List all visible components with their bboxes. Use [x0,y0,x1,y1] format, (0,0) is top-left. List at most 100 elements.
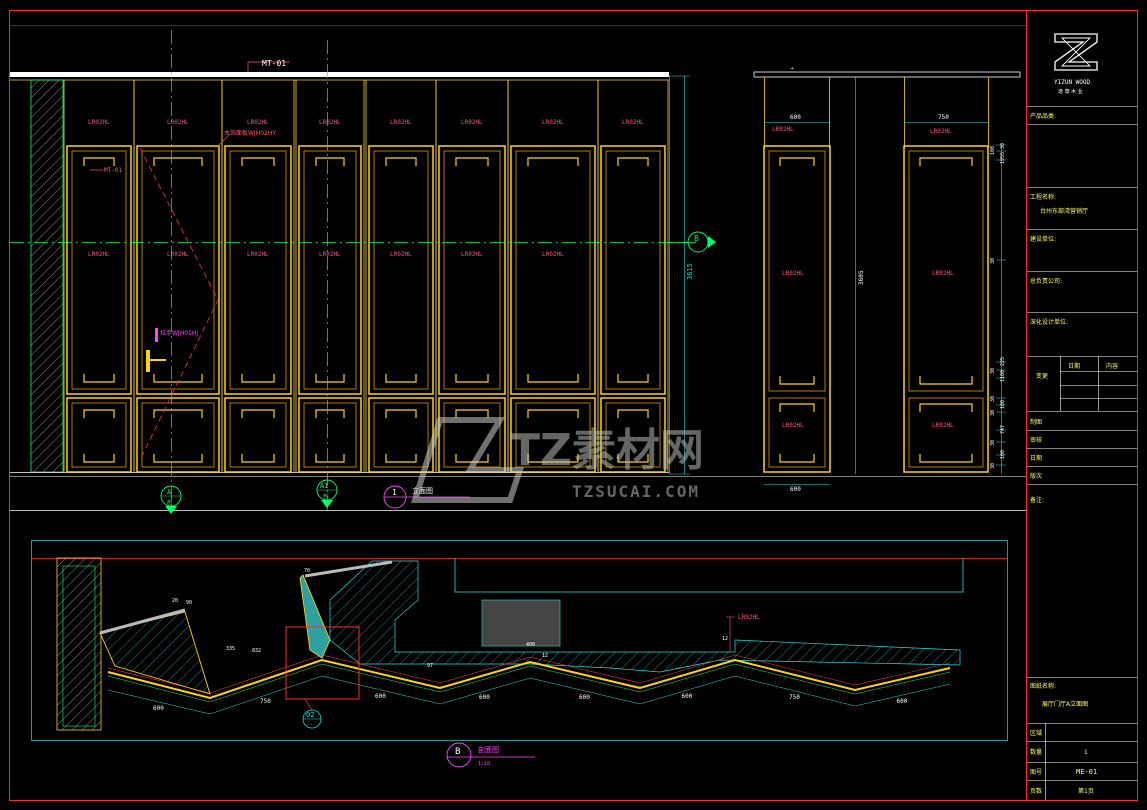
front-elevation: LR02HL LR02HL LR02HL LR02HL LR02HL LR02HL LR02… [10,30,716,514]
tb-page-value: 第1页 [1078,787,1094,795]
tb-date-col-label: 日期 [1068,362,1080,370]
plan-wall-hatch [329,560,961,673]
plan-tag: LR02HL [738,614,760,621]
door-lower-6 [510,397,596,473]
panel-tag-mid-4: LR02HL [390,251,412,258]
panel-tag-mid-0: LR02HL [88,251,110,258]
plan-view-letter: B [455,747,460,757]
side-right-tag-top: LR02HL [930,128,952,135]
plan-zigzag-panels [107,658,951,700]
tb-project-value: 台州东部湾营销厅 [1040,207,1088,215]
panel-tag-top-6: LR02HL [542,119,564,126]
side-dim-8: 100 [1000,400,1006,409]
door-swing [139,147,219,461]
tb-area-label: 区域 [1030,729,1042,737]
side-dim-3: 30 [990,258,996,264]
tb-qty-value: 1 [1084,749,1088,756]
axis-a-letter: A [167,488,172,496]
panel-tag-mid-3: LR02HL [319,251,341,258]
tb-code-value: ME-01 [1076,768,1097,776]
panel-tag-top-4: LR02HL [390,119,412,126]
panel-tag-top-3: LR02HL [319,119,341,126]
tb-design-label: 深化设计单位: [1030,318,1068,326]
tb-drawn-label: 制图 [1030,418,1042,426]
watermark-url: TZSUCAI.COM [572,482,700,501]
plan-view-scale: 1:10 [478,761,490,767]
plan-upper-dim-7: 12 [542,653,548,659]
side-right-width-top: 750 [938,114,949,121]
tb-drawing-name-value: 展厅门厅A立面图 [1042,700,1088,708]
door-upper-2 [224,145,292,395]
plan-dim-5: 600 [682,693,693,700]
ceiling-band [10,72,669,77]
detail-callout-box [285,626,360,700]
tb-builder-label: 建设单位: [1030,235,1056,243]
side-dim-7: 30 [990,396,996,402]
side-left-tag-low: LR02HL [782,422,804,429]
side-tag: MT-01 [104,167,122,174]
tb-owner-label: 总负责公司: [1030,277,1062,285]
plan-upper-dim-3: 90 [186,600,192,606]
panel-tag-mid-6: LR02HL [542,251,564,258]
axis-a1-sub: 剖 [323,493,328,500]
plan-dim-7: 600 [897,698,908,705]
side-dim-4: 225 [1000,357,1006,366]
tb-product-label: 产品品类: [1030,112,1056,120]
side-dim-1: 100 [990,146,996,155]
plan-dim-4: 600 [579,694,590,701]
cabinet-columns: LR02HL LR02HL LR02HL LR02HL LR02HL LR02HL LR02… [63,80,669,473]
plan-upper-dim-1: 335 [226,646,235,652]
tb-change-label: 变更 [1036,372,1048,380]
plan-upper-dim-8: 97 [427,663,433,669]
ceiling-tag: MT-01 [262,59,286,68]
side-dim-5: 30 [990,368,996,374]
axis-a1-letter: A1 [320,482,328,490]
watermark: TZ素材网 TZSUCAI.COM [410,417,704,503]
plan-upper-dim-0: 832 [252,648,261,654]
side-right-tag-mid: LR02HL [932,270,954,277]
panel-tag-top-2: LR02HL [247,119,269,126]
detail-callout-sub: -- [307,722,313,728]
tb-page-label: 页数 [1030,787,1042,795]
tb-review-label: 审核 [1030,436,1042,444]
panel-tag-mid-1: LR02HL [167,251,189,258]
side-dim-12: 100 [1000,450,1006,459]
door-upper-4 [368,145,434,395]
tb-qty-label: 数量 [1030,748,1042,756]
panel-tag-mid-2: LR02HL [247,251,269,258]
plan-upper-dim-2: 20 [172,598,178,604]
panel-tag-top-0: LR02HL [88,119,110,126]
section-callout-b: B [670,231,716,253]
handle-note: 拉手WJH01HJ [160,329,198,337]
side-left-tag-mid: LR02HL [782,270,804,277]
panel-tag-top-7: LR02HL [622,119,644,126]
plan-upper-dim-4: 70 [304,568,310,574]
plan-left-pillar [56,557,102,731]
panel-tag-mid-5: LR02HL [461,251,483,258]
detail-callout-number: 02 [306,711,314,719]
door-upper-1 [136,145,220,395]
axis-a-sub: 剖 [167,499,172,506]
door-lower-0 [66,397,132,473]
axis-callout-a: A 剖 [160,485,182,514]
axis-callout-a1: A1 剖 [316,479,338,508]
door-lower-2 [224,397,292,473]
side-height-dim: 3605 [858,270,865,285]
logo-cn: 逸 尊 木 业 [1058,88,1083,95]
tb-code-label: 图号 [1030,769,1042,776]
door-lower-7 [600,397,666,473]
tb-drawing-name-label: 图纸名称: [1030,682,1056,690]
company-logo-icon [1054,33,1098,71]
door-handle [146,350,150,372]
panel-tag-top-5: LR02HL [461,119,483,126]
side-cabinet-0 [763,145,831,473]
side-left-tag-top: LR02HL [772,126,794,133]
door-lower-1 [136,397,220,473]
door-lower-3 [298,397,362,473]
drawing-frame [9,10,1138,801]
